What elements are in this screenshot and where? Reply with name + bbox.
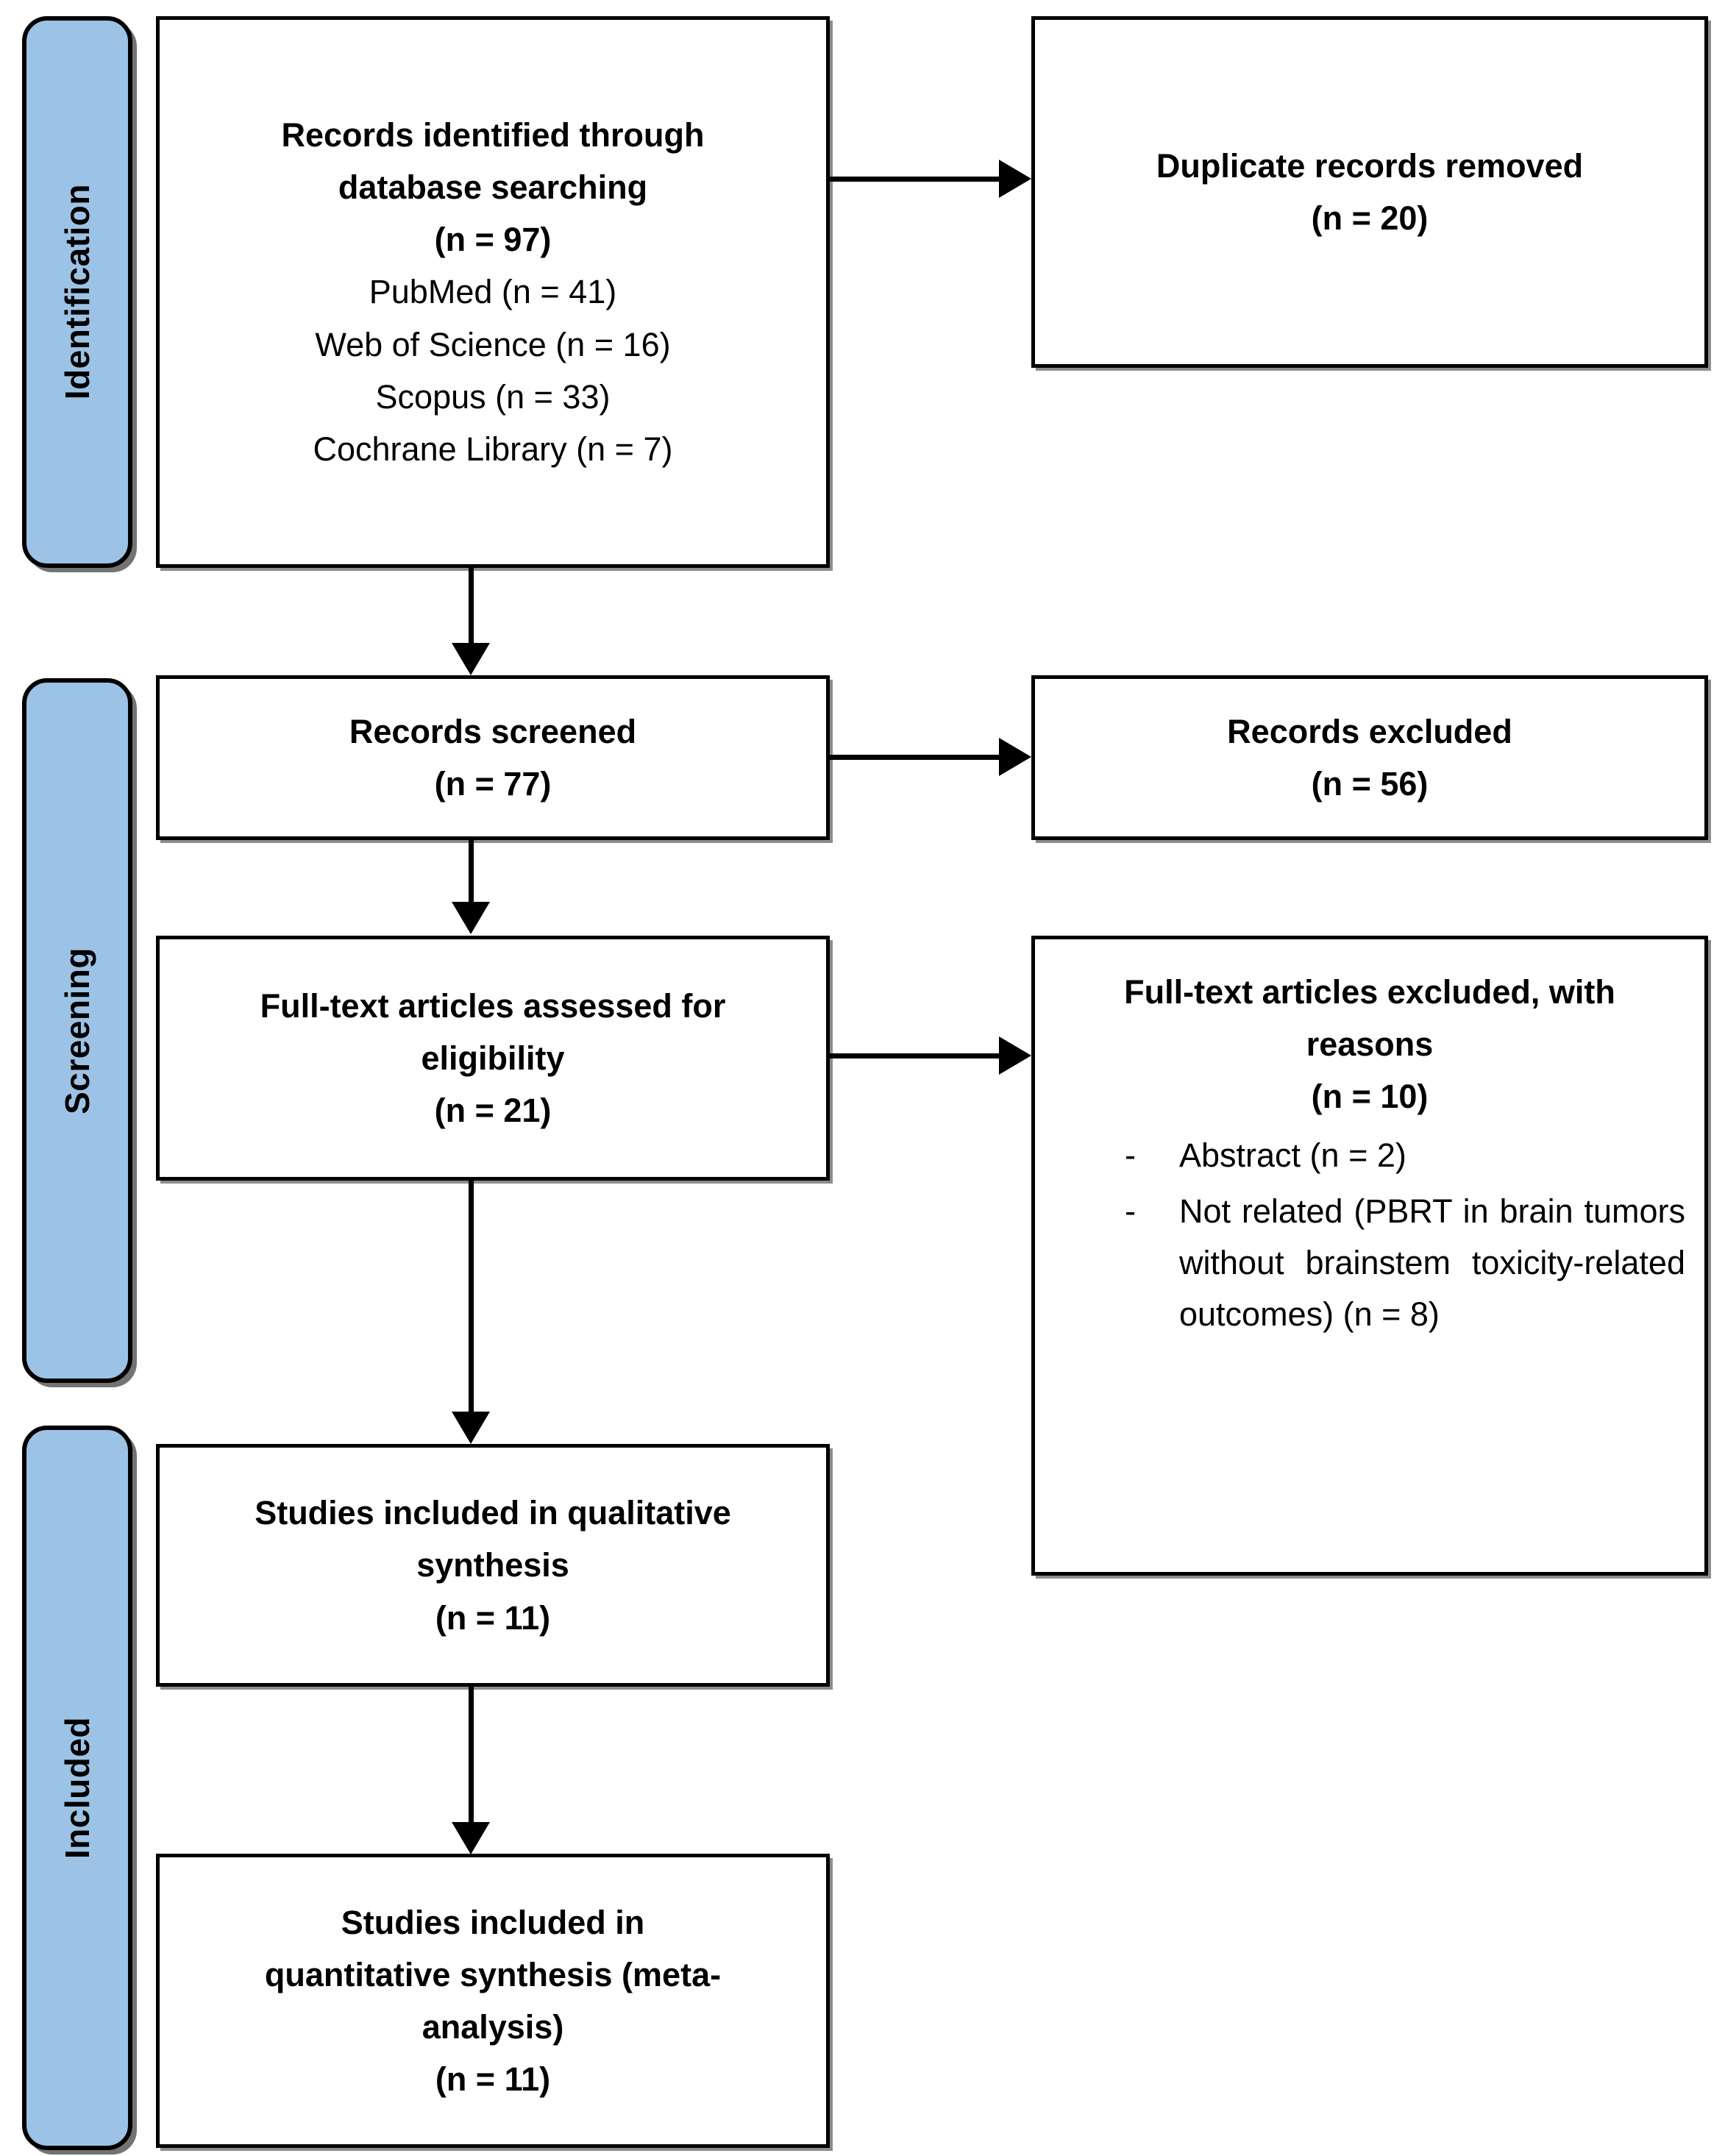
fulltext-assessed-title-line1: Full-text articles assessed for [260,986,726,1025]
connector-qualitative-to-quantitative-arrowhead [452,1822,490,1854]
stage-screening: Screening [22,678,132,1383]
stage-screening-label: Screening [58,947,96,1114]
records-identified-source-pubmed: PubMed (n = 41) [369,273,617,311]
records-excluded-count: (n = 56) [1311,765,1429,803]
quantitative-synthesis-title-line2: quantitative synthesis (meta- [264,1955,722,1993]
records-identified-source-scopus: Scopus (n = 33) [375,377,611,416]
connector-identified-to-duplicates-arrowhead [999,160,1031,198]
connector-screened-to-excluded-arrowhead [999,738,1031,776]
connector-fulltext-to-qualitative-line [469,1181,474,1416]
connector-fulltext-to-excluded-arrowhead [999,1036,1031,1075]
stage-included-label: Included [58,1716,96,1860]
records-identified-source-web-of-science: Web of Science (n = 16) [315,325,671,363]
stage-identification-label: Identification [58,184,96,400]
quantitative-synthesis-title-line3: analysis) [422,2008,564,2046]
quantitative-synthesis-title-line1: Studies included in [341,1903,645,1941]
duplicates-removed-count: (n = 20) [1311,199,1429,237]
fulltext-assessed-title-line2: eligibility [421,1039,565,1077]
reason-dash-marker: - [1125,1192,1136,1231]
fulltext-excluded-reason-list: - Abstract (n = 2) - Not related (PBRT i… [1054,1130,1685,1344]
fulltext-excluded-title-line1: Full-text articles excluded, with [1124,973,1615,1011]
records-identified-title-line1: Records identified through [281,116,705,154]
box-fulltext-assessed: Full-text articles assessed for eligibil… [156,936,830,1181]
box-studies-qualitative-synthesis: Studies included in qualitative synthesi… [156,1444,830,1687]
stage-identification: Identification [22,16,132,568]
connector-fulltext-to-qualitative-arrowhead [452,1412,490,1444]
records-excluded-title: Records excluded [1227,712,1512,750]
reason-dash-marker: - [1125,1136,1136,1175]
quantitative-synthesis-count: (n = 11) [435,2060,551,2099]
box-records-screened: Records screened (n = 77) [156,675,830,840]
box-duplicate-records-removed: Duplicate records removed (n = 20) [1031,16,1708,368]
records-identified-title-line2: database searching [338,168,648,207]
qualitative-synthesis-title-line2: synthesis [416,1546,569,1584]
records-screened-count: (n = 77) [434,765,552,803]
fulltext-excluded-count: (n = 10) [1311,1078,1429,1116]
box-records-excluded: Records excluded (n = 56) [1031,675,1708,840]
qualitative-synthesis-count: (n = 11) [435,1598,551,1637]
connector-screened-to-excluded-line [830,755,1000,760]
connector-screened-to-fulltext-arrowhead [452,902,490,934]
fulltext-excluded-reason-item: - Not related (PBRT in brain tumors with… [1125,1186,1685,1340]
connector-identified-to-screened-arrowhead [452,643,490,675]
duplicates-removed-title: Duplicate records removed [1156,146,1584,185]
fulltext-excluded-reason-item: - Abstract (n = 2) [1125,1130,1685,1181]
box-records-identified: Records identified through database sear… [156,16,830,568]
fulltext-assessed-count: (n = 21) [434,1092,552,1130]
records-identified-count: (n = 97) [434,221,552,259]
records-screened-title: Records screened [349,712,637,750]
fulltext-excluded-title-line2: reasons [1306,1025,1434,1064]
connector-qualitative-to-quantitative-line [469,1687,474,1826]
qualitative-synthesis-title-line1: Studies included in qualitative [255,1494,731,1532]
connector-identified-to-screened-line [469,568,474,647]
connector-fulltext-to-excluded-line [830,1053,1000,1059]
reason-text-abstract: Abstract (n = 2) [1179,1136,1406,1175]
box-studies-quantitative-synthesis: Studies included in quantitative synthes… [156,1854,830,2148]
records-identified-source-cochrane: Cochrane Library (n = 7) [313,430,673,468]
reason-text-not-related: Not related (PBRT in brain tumors withou… [1179,1192,1685,1333]
box-fulltext-excluded-with-reasons: Full-text articles excluded, with reason… [1031,936,1708,1576]
connector-identified-to-duplicates-line [830,177,1000,182]
connector-screened-to-fulltext-line [469,840,474,906]
stage-included: Included [22,1426,132,2150]
